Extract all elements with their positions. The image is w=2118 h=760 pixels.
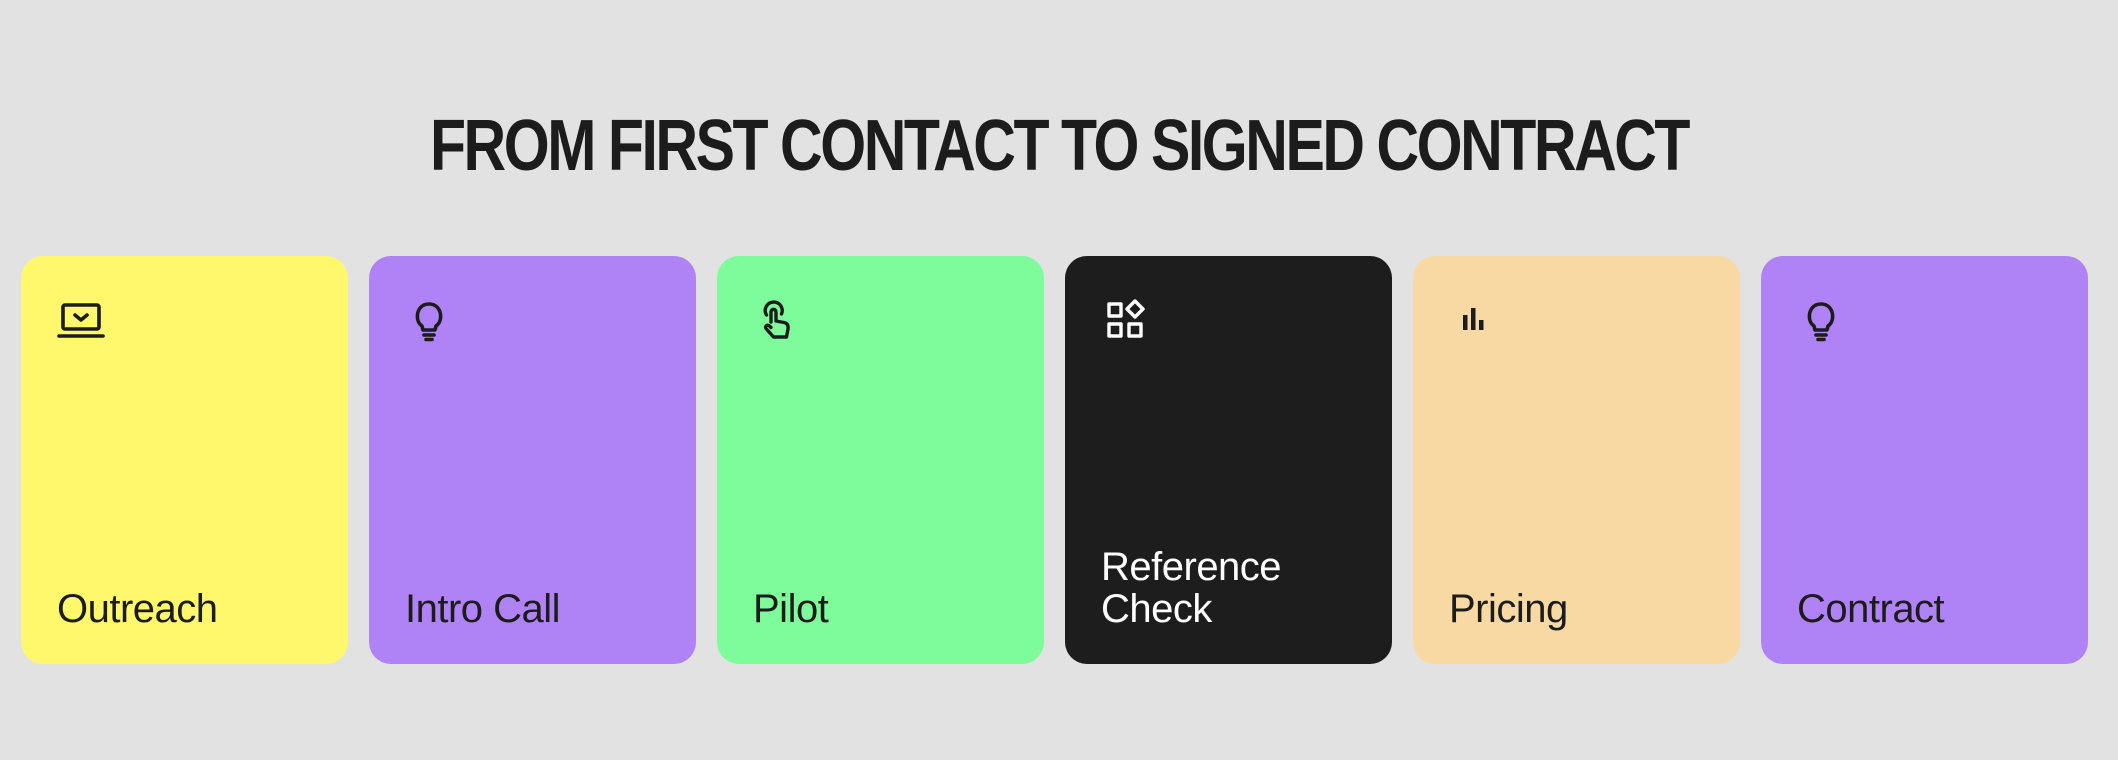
page-title: FROM FIRST CONTACT TO SIGNED CONTRACT bbox=[429, 106, 1691, 186]
laptop-icon bbox=[57, 296, 105, 344]
card-label: Reference Check bbox=[1101, 545, 1282, 631]
card-label: Pilot bbox=[753, 587, 829, 631]
tap-hand-icon bbox=[753, 296, 801, 344]
lightbulb-icon bbox=[405, 296, 453, 344]
card-label: Outreach bbox=[57, 587, 218, 631]
shapes-icon bbox=[1101, 296, 1149, 344]
stage-cards: Outreach Intro Call Pilot bbox=[21, 256, 2088, 664]
bar-chart-icon bbox=[1449, 296, 1497, 344]
card-intro-call[interactable]: Intro Call bbox=[369, 256, 696, 664]
card-outreach[interactable]: Outreach bbox=[21, 256, 348, 664]
card-label: Pricing bbox=[1449, 587, 1568, 631]
card-contract[interactable]: Contract bbox=[1761, 256, 2088, 664]
card-pilot[interactable]: Pilot bbox=[717, 256, 1044, 664]
card-reference-check[interactable]: Reference Check bbox=[1065, 256, 1392, 664]
card-label: Intro Call bbox=[405, 587, 561, 631]
card-label: Contract bbox=[1797, 587, 1945, 631]
lightbulb-icon bbox=[1797, 296, 1845, 344]
card-pricing[interactable]: Pricing bbox=[1413, 256, 1740, 664]
